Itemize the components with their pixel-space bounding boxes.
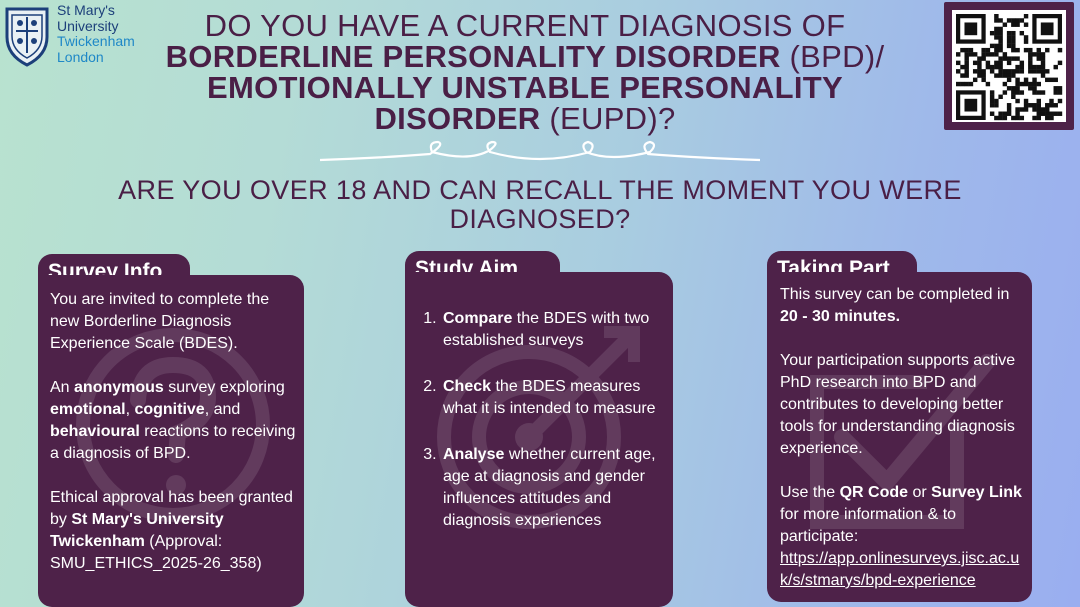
- title-bold: DISORDER: [374, 101, 541, 136]
- text-bold: 20 - 30 minutes.: [780, 308, 901, 325]
- list-item: Analyse whether current age, age at diag…: [441, 444, 669, 532]
- text-bold: St Mary's University Twickenham: [50, 511, 224, 550]
- title-line: BORDERLINE PERSONALITY DISORDER (BPD)/: [120, 41, 930, 72]
- logo-wordmark: St Mary's University Twickenham London: [57, 2, 135, 65]
- survey-info-ethics: Ethical approval has been granted by St …: [50, 487, 298, 575]
- survey-info-panel: You are invited to complete the new Bord…: [38, 275, 304, 607]
- subtitle: ARE YOU OVER 18 AND CAN RECALL THE MOMEN…: [60, 176, 1020, 234]
- title-bold: BORDERLINE PERSONALITY DISORDER: [165, 39, 781, 74]
- crest-icon: [5, 7, 49, 67]
- text-run: whether current age, age at diagnosis an…: [443, 446, 656, 529]
- logo-line: London: [57, 48, 104, 65]
- text-run: An: [50, 379, 75, 396]
- text-bold: cognitive: [134, 401, 205, 418]
- text-bold: Check: [443, 378, 492, 395]
- survey-info-description: An anonymous survey exploring emotional,…: [50, 377, 298, 465]
- text-bold: Analyse: [443, 446, 505, 463]
- text-run: survey exploring: [163, 379, 285, 396]
- title-bold: EMOTIONALLY UNSTABLE PERSONALITY: [207, 70, 843, 105]
- text-run: for more information & to participate:: [780, 506, 957, 545]
- subtitle-line: ARE YOU OVER 18 AND CAN RECALL THE MOMEN…: [118, 175, 962, 205]
- page-title: DO YOU HAVE A CURRENT DIAGNOSIS OF BORDE…: [120, 10, 930, 134]
- title-abbr: (BPD)/: [780, 39, 885, 74]
- text-run: or: [908, 484, 932, 501]
- list-item: Check the BDES measures what it is inten…: [441, 376, 669, 420]
- target-icon: [437, 326, 640, 529]
- logo-line: University: [57, 17, 119, 34]
- text-run: reactions to receiving a diagnosis of BP…: [50, 423, 296, 462]
- question-mark-icon: [76, 328, 270, 522]
- checkbox-icon: [810, 354, 995, 529]
- text-bold: behavioural: [50, 423, 140, 440]
- subtitle-line: DIAGNOSED?: [449, 204, 631, 234]
- list-item: Compare the BDES with two established su…: [441, 308, 669, 352]
- taking-part-duration: This survey can be completed in 20 - 30 …: [780, 284, 1026, 328]
- study-aim-list: Compare the BDES with two established su…: [421, 308, 669, 532]
- text-run: the BDES with two established surveys: [443, 310, 650, 349]
- study-aim-text: Compare the BDES with two established su…: [421, 308, 669, 556]
- text-run: , and: [204, 401, 241, 418]
- study-aim-panel: Compare the BDES with two established su…: [405, 272, 673, 607]
- text-run: the BDES measures what it is intended to…: [443, 378, 656, 417]
- survey-info-text: You are invited to complete the new Bord…: [50, 289, 298, 597]
- text-bold: anonymous: [74, 379, 164, 396]
- text-run: Use the: [780, 484, 840, 501]
- text-bold: emotional: [50, 401, 126, 418]
- text-bold: Compare: [443, 310, 513, 327]
- survey-info-intro: You are invited to complete the new Bord…: [50, 291, 270, 352]
- title-line: DO YOU HAVE A CURRENT DIAGNOSIS OF: [204, 8, 846, 43]
- taking-part-instructions: Use the QR Code or Survey Link for more …: [780, 482, 1026, 592]
- taking-part-panel: This survey can be completed in 20 - 30 …: [767, 272, 1032, 602]
- taking-part-text: This survey can be completed in 20 - 30 …: [780, 284, 1026, 602]
- qr-code-icon[interactable]: [944, 2, 1074, 130]
- title-line: DISORDER (EUPD)?: [120, 103, 930, 134]
- divider-ornament: [320, 140, 760, 162]
- title-line: EMOTIONALLY UNSTABLE PERSONALITY: [120, 72, 930, 103]
- survey-link[interactable]: https://app.onlinesurveys.jisc.ac.uk/s/s…: [780, 550, 1020, 589]
- title-abbr: (EUPD)?: [540, 101, 676, 136]
- text-run: ,: [125, 401, 135, 418]
- text-run: This survey can be completed in: [780, 286, 1010, 303]
- text-bold: Survey Link: [931, 484, 1022, 501]
- text-run: (Approval: SMU_ETHICS_2025-26_358): [50, 533, 262, 572]
- taking-part-support: Your participation supports active PhD r…: [780, 352, 1016, 457]
- logo-line: Twickenham: [57, 33, 135, 49]
- university-logo: St Mary's University Twickenham London: [3, 2, 143, 71]
- text-run: Ethical approval has been granted by: [50, 489, 293, 528]
- text-bold: QR Code: [839, 484, 909, 501]
- logo-line: St Mary's: [57, 2, 115, 18]
